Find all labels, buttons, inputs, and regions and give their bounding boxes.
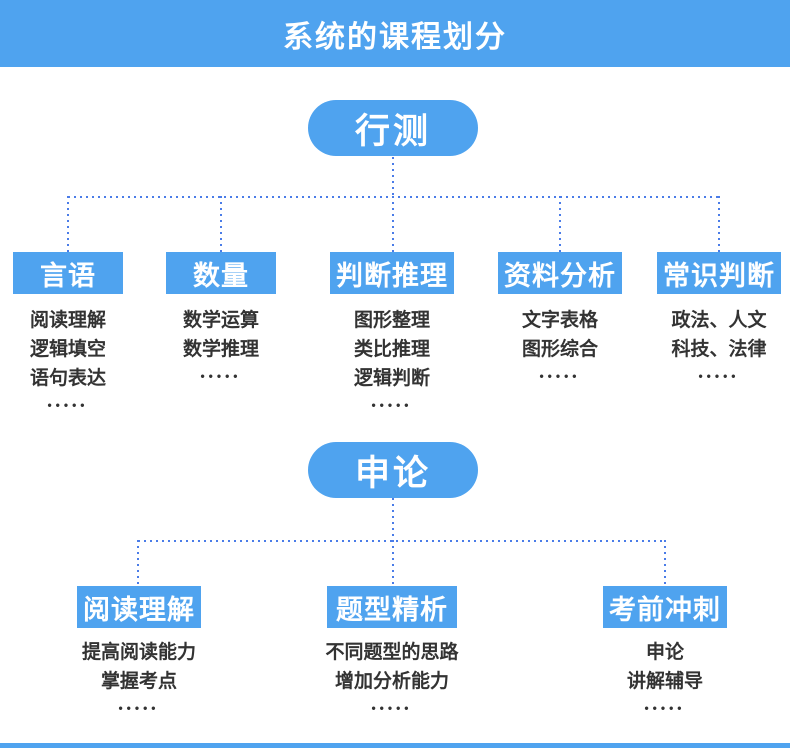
item-list-yanyu: 阅读理解 逻辑填空 语句表达 ••••• [0,306,153,414]
more-dots: ••••• [644,701,686,715]
list-item: 申论 [645,642,684,663]
more-dots: ••••• [698,369,740,383]
more-dots: ••••• [371,701,413,715]
connector-row1-horizontal [68,196,720,198]
list-item: 图形整理 [353,310,430,331]
connector-row1-drop-3 [392,196,394,252]
branch-box-kaoqianchongci: 考前冲刺 [603,586,727,628]
branch-box-ziliaofenxi: 资料分析 [498,252,622,294]
list-item: 提高阅读能力 [81,642,196,663]
item-list-kaoqianchongci: 申论 讲解辅导 ••••• [580,638,750,717]
branch-box-changshi: 常识判断 [657,252,781,294]
connector-row1-drop-4 [559,196,561,252]
connector-row1-drop-2 [220,196,222,252]
list-item: 掌握考点 [100,671,177,692]
connector-row2-drop-1 [137,540,139,586]
list-item: 政法、人文 [671,310,767,331]
connector-row2-drop-2 [392,540,394,586]
list-item: 讲解辅导 [626,671,703,692]
connector-root2-down [392,498,394,540]
list-item: 语句表达 [29,368,106,389]
connector-root1-down [392,157,394,196]
root-node-xingce: 行测 [308,100,478,156]
list-item: 逻辑判断 [353,368,430,389]
more-dots: ••••• [200,369,242,383]
item-list-shuliang: 数学运算 数学推理 ••••• [136,306,306,385]
item-list-changshi: 政法、人文 科技、法律 ••••• [634,306,790,385]
list-item: 数学运算 [182,310,259,331]
connector-row2-drop-3 [664,540,666,586]
connector-row1-drop-1 [67,196,69,252]
item-list-yuedulijie: 提高阅读能力 掌握考点 ••••• [54,638,224,717]
connector-row1-drop-5 [718,196,720,252]
list-item: 阅读理解 [29,310,106,331]
root-node-shenlun: 申论 [308,442,478,498]
more-dots: ••••• [118,701,160,715]
item-list-tixingjingxi: 不同题型的思路 增加分析能力 ••••• [307,638,477,717]
list-item: 图形综合 [521,339,598,360]
list-item: 文字表格 [521,310,598,331]
more-dots: ••••• [371,398,413,412]
list-item: 科技、法律 [671,339,767,360]
list-item: 类比推理 [353,339,430,360]
branch-box-panduantuili: 判断推理 [330,252,454,294]
more-dots: ••••• [539,369,581,383]
branch-box-tixingjingxi: 题型精析 [327,586,457,628]
branch-box-yuedulijie: 阅读理解 [77,586,201,628]
list-item: 增加分析能力 [334,671,449,692]
list-item: 逻辑填空 [29,339,106,360]
page-title: 系统的课程划分 [283,20,507,54]
list-item: 不同题型的思路 [325,642,459,663]
page-header: 系统的课程划分 [0,0,790,67]
item-list-ziliaofenxi: 文字表格 图形综合 ••••• [475,306,645,385]
more-dots: ••••• [47,398,89,412]
connector-row2-horizontal [138,540,666,542]
branch-box-shuliang: 数量 [166,252,276,294]
item-list-panduantuili: 图形整理 类比推理 逻辑判断 ••••• [307,306,477,414]
list-item: 数学推理 [182,339,259,360]
bottom-accent-bar [0,743,790,748]
branch-box-yanyu: 言语 [13,252,123,294]
